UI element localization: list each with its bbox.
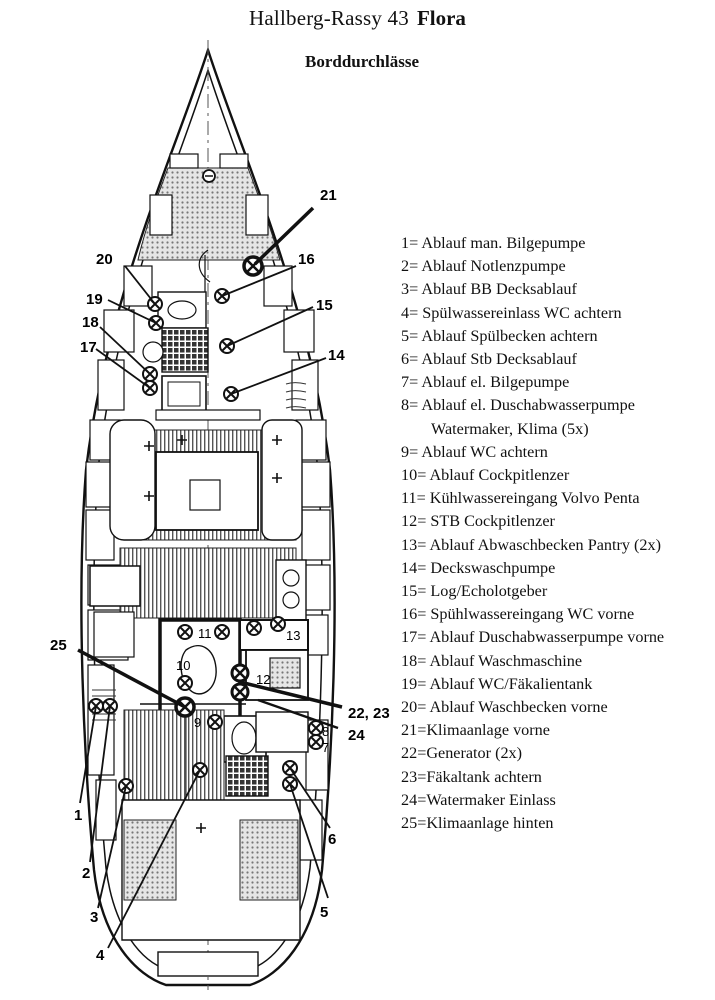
callout-18: 18 bbox=[82, 314, 99, 331]
legend-item-3: 3= Ablauf BB Decksablauf bbox=[401, 280, 577, 299]
forward-heads bbox=[142, 249, 211, 413]
boat-model: Hallberg-Rassy 43 bbox=[249, 6, 409, 30]
valve-13a bbox=[246, 620, 262, 636]
callout-labels: 21 20 16 19 15 18 17 14 25 22, 23 24 1 2… bbox=[50, 187, 390, 964]
callout-15: 15 bbox=[316, 297, 333, 314]
legend-item-10: 10= Ablauf Cockpitlenzer bbox=[401, 466, 570, 485]
legend-item-22: 22=Generator (2x) bbox=[401, 744, 523, 763]
legend-item-5: 5= Ablauf Spülbecken achtern bbox=[401, 326, 598, 345]
legend-item-8: 8= Ablauf el. Duschabwasserpumpe bbox=[401, 396, 635, 415]
valve-11a bbox=[177, 624, 193, 640]
legend-item-16: 16= Spühlwassereingang WC vorne bbox=[401, 605, 635, 624]
callout-21: 21 bbox=[320, 187, 337, 204]
legend-item-18: 18= Ablauf Waschmaschine bbox=[401, 651, 583, 670]
engine-room bbox=[140, 618, 309, 730]
vent-crosses bbox=[144, 435, 282, 833]
valve-12 bbox=[230, 663, 250, 683]
callout-5: 5 bbox=[320, 904, 328, 921]
legend-item-24: 24=Watermaker Einlass bbox=[401, 790, 556, 809]
marker-12: 12 bbox=[256, 672, 270, 687]
thru-hull-legend: 1= Ablauf man. Bilgepumpe 2= Ablauf Notl… bbox=[401, 232, 713, 835]
valve-13b bbox=[270, 616, 286, 632]
callout-24: 24 bbox=[348, 727, 365, 744]
diagram-title: Hallberg-Rassy 43 Flora bbox=[0, 6, 715, 31]
marker-7: 7 bbox=[322, 740, 329, 755]
legend-item-14: 14= Deckswaschpumpe bbox=[401, 558, 556, 577]
legend-item-2: 2= Ablauf Notlenzpumpe bbox=[401, 257, 566, 276]
galley bbox=[89, 559, 307, 658]
legend-item-20: 20= Ablauf Waschbecken vorne bbox=[401, 698, 608, 717]
legend-item-6: 6= Ablauf Stb Decksablauf bbox=[401, 350, 577, 369]
legend-item-1: 1= Ablauf man. Bilgepumpe bbox=[401, 234, 586, 252]
diagram-subtitle: Borddurchlässe bbox=[305, 52, 419, 71]
legend-item-9: 9= Ablauf WC achtern bbox=[401, 442, 548, 461]
callout-17: 17 bbox=[80, 339, 97, 356]
valve-10 bbox=[177, 675, 193, 691]
callout-14: 14 bbox=[328, 347, 345, 364]
legend-item-4: 4= Spülwassereinlass WC achtern bbox=[401, 303, 622, 322]
valve-22a bbox=[230, 682, 250, 702]
callout-3: 3 bbox=[90, 909, 98, 926]
callout-20: 20 bbox=[96, 251, 113, 268]
valve-9 bbox=[207, 714, 223, 730]
legend-item-25: 25=Klimaanlage hinten bbox=[401, 814, 554, 833]
inline-markers: 11 13 10 12 9 8 7 bbox=[176, 626, 329, 755]
legend-item-12: 12= STB Cockpitlenzer bbox=[401, 512, 555, 531]
callout-16: 16 bbox=[298, 251, 315, 268]
legend-item-13: 13= Ablauf Abwaschbecken Pantry (2x) bbox=[401, 535, 661, 554]
legend-item-19: 19= Ablauf WC/Fäkalientank bbox=[401, 674, 593, 693]
legend-item-17: 17= Ablauf Duschabwasserpumpe vorne bbox=[401, 628, 665, 647]
callout-4: 4 bbox=[96, 947, 105, 964]
valve-11b bbox=[214, 624, 230, 640]
leader-lines bbox=[77, 206, 343, 949]
callout-1: 1 bbox=[74, 807, 82, 824]
callout-6: 6 bbox=[328, 831, 336, 848]
legend-item-7: 7= Ablauf el. Bilgepumpe bbox=[401, 373, 570, 392]
marker-10: 10 bbox=[176, 658, 190, 673]
marker-13: 13 bbox=[286, 628, 300, 643]
saloon bbox=[109, 409, 303, 619]
legend-item-15: 15= Log/Echolotgeber bbox=[401, 582, 548, 601]
callout-2: 2 bbox=[82, 865, 90, 882]
marker-11: 11 bbox=[198, 626, 212, 641]
marker-8: 8 bbox=[322, 724, 329, 739]
callout-22-23: 22, 23 bbox=[348, 705, 390, 722]
boat-name: Flora bbox=[416, 6, 466, 30]
legend-item-8-cont: Watermaker, Klima (5x) bbox=[431, 419, 589, 438]
callout-19: 19 bbox=[86, 291, 103, 308]
foredeck bbox=[137, 167, 281, 261]
legend-item-21: 21=Klimaanlage vorne bbox=[401, 721, 550, 740]
legend-item-11: 11= Kühlwassereingang Volvo Penta bbox=[401, 489, 640, 508]
marker-9: 9 bbox=[194, 715, 201, 730]
valve-8b bbox=[308, 734, 324, 750]
legend-item-23: 23=Fäkaltank achtern bbox=[401, 767, 542, 786]
callout-25: 25 bbox=[50, 637, 67, 654]
